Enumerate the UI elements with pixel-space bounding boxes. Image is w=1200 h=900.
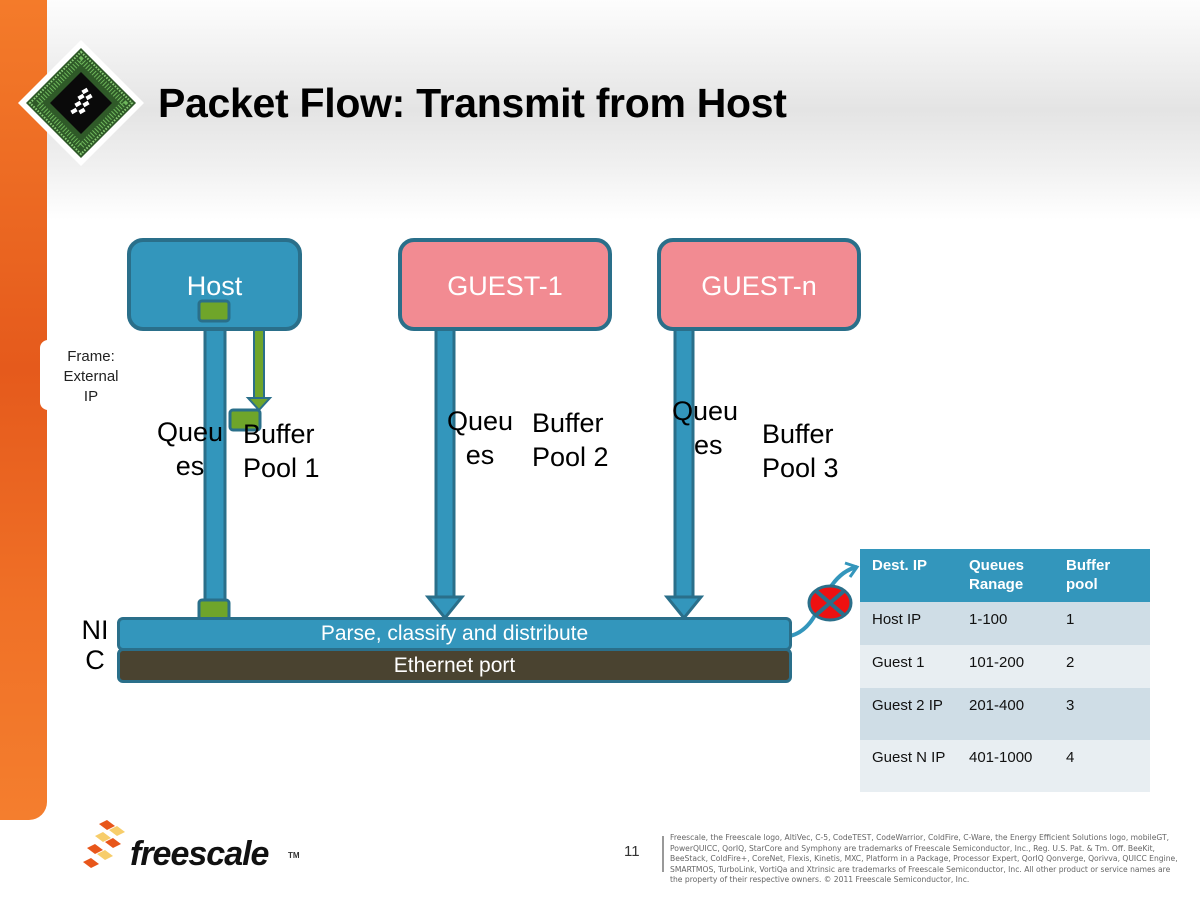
queues-label-1: Queu es [156, 417, 224, 481]
orange-side-bar [0, 0, 47, 820]
table-row: Guest N IP 401-1000 4 [860, 740, 1150, 792]
host-buffer-arrow-shaft [253, 327, 265, 401]
trademark-symbol: TM [288, 851, 300, 860]
slide-title: Packet Flow: Transmit from Host [158, 80, 787, 126]
ethernet-port-bar: Ethernet port [117, 648, 792, 683]
table-row: Guest 2 IP 201-400 3 [860, 688, 1150, 740]
queues-label-2: Queu es [446, 406, 514, 470]
cell-queues: 1-100 [957, 602, 1054, 645]
freescale-logo: freescale TM [82, 818, 302, 878]
host-buffer-arrow-head [245, 397, 273, 412]
buffer-pool-label-3: Buffer Pool 3 [762, 419, 839, 483]
cell-queues: 101-200 [957, 645, 1054, 688]
parse-classify-bar: Parse, classify and distribute [117, 617, 792, 651]
legal-disclaimer: Freescale, the Freescale logo, AltiVec, … [670, 833, 1178, 884]
guestn-label: GUEST-n [701, 271, 817, 301]
guestn-queue-pipe [673, 326, 695, 600]
curved-arrow-to-table [789, 565, 858, 638]
curved-arrow-head [844, 561, 860, 578]
cell-dest: Host IP [860, 602, 957, 645]
cell-dest: Guest 1 [860, 645, 957, 688]
cell-queues: 401-1000 [957, 740, 1054, 792]
cell-queues: 201-400 [957, 688, 1054, 740]
footer-divider [662, 836, 664, 872]
host-box: Host [127, 238, 302, 331]
nic-label: NI C [81, 615, 109, 675]
chip-logo-icon [18, 40, 144, 166]
host-label: Host [186, 271, 243, 301]
cell-pool: 1 [1054, 602, 1150, 645]
cell-pool: 3 [1054, 688, 1150, 740]
blocked-x-icon [807, 584, 853, 622]
guestn-box: GUEST-n [657, 238, 861, 331]
frame-external-ip-label: Frame: External IP [63, 348, 119, 405]
side-notch [40, 340, 60, 410]
buffer-pool-label-1: Buffer Pool 1 [243, 419, 320, 483]
header-dest-ip: Dest. IP [860, 549, 957, 602]
guest1-arrow-head [424, 595, 466, 621]
header-band [0, 0, 1200, 220]
queues-label-3: Queu es [672, 396, 739, 460]
parse-classify-label: Parse, classify and distribute [320, 622, 589, 645]
cell-pool: 2 [1054, 645, 1150, 688]
freescale-mark-icon [83, 820, 125, 868]
cell-pool: 4 [1054, 740, 1150, 792]
table-row: Host IP 1-100 1 [860, 602, 1150, 645]
table-row: Guest 1 101-200 2 [860, 645, 1150, 688]
guest1-label: GUEST-1 [447, 271, 563, 301]
guestn-arrow-head [663, 595, 705, 621]
page-number: 11 [624, 843, 640, 860]
ethernet-port-label: Ethernet port [393, 654, 516, 677]
buffer-pool-label-2: Buffer Pool 2 [532, 408, 609, 472]
guest1-box: GUEST-1 [398, 238, 612, 331]
freescale-wordmark: freescale [130, 835, 269, 873]
cell-dest: Guest 2 IP [860, 688, 957, 740]
cell-dest: Guest N IP [860, 740, 957, 792]
